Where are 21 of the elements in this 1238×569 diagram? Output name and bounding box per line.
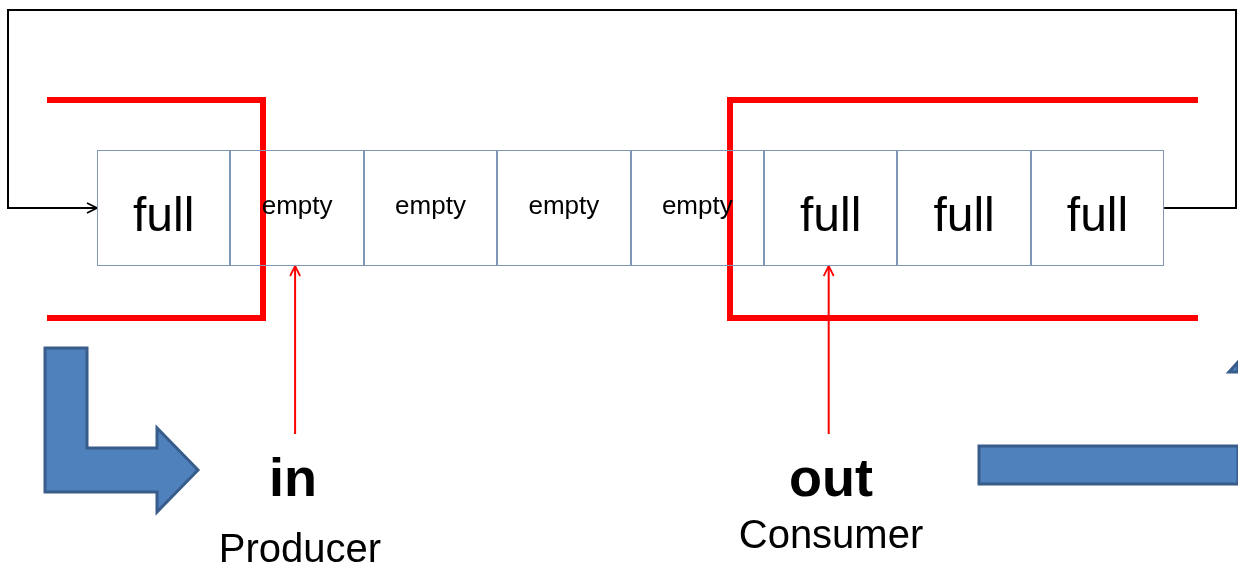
buffer-cell	[497, 150, 631, 266]
buffer-cell	[363, 150, 498, 266]
buffer-cell	[897, 150, 1031, 266]
cell-label: full	[800, 186, 862, 242]
buffer-cell	[97, 150, 231, 266]
cell-label: empty	[395, 189, 466, 221]
buffer-cell	[764, 150, 898, 266]
cell-label: full	[1066, 186, 1129, 242]
role-label: Consumer	[738, 512, 924, 557]
role-label: Producer	[218, 526, 382, 569]
buffer-cell	[1030, 150, 1165, 266]
cell-label: empty	[528, 189, 600, 221]
buffer-cell	[630, 150, 764, 266]
pointer-label: in	[269, 446, 317, 508]
pointer-arrow	[822, 265, 835, 435]
cell-label: full	[133, 186, 195, 242]
wrap-around-arrow	[7, 9, 1237, 214]
buffer-cell	[230, 150, 364, 266]
pointer-arrow	[289, 265, 301, 435]
pointer-label: out	[789, 446, 873, 508]
cell-label: full	[933, 186, 995, 242]
